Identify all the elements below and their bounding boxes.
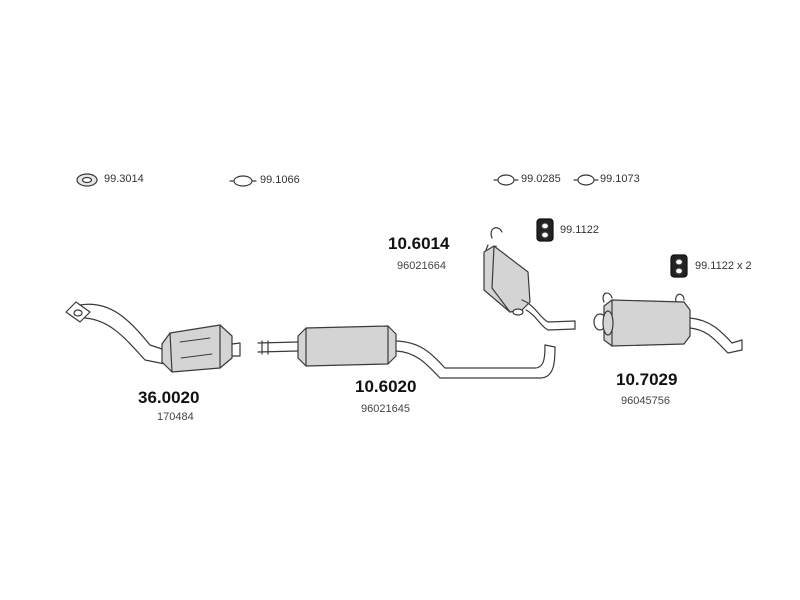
oem-number: 96021664 bbox=[397, 260, 446, 272]
part-number: 36.0020 bbox=[138, 388, 200, 407]
accessory-code: 99.1066 bbox=[260, 174, 300, 186]
accessory-code: 99.1122 bbox=[560, 224, 599, 236]
gasket-ring-icon[interactable] bbox=[76, 173, 98, 187]
oem-number: 170484 bbox=[157, 411, 194, 423]
rubber-hanger-icon[interactable] bbox=[536, 218, 554, 242]
oem-number: 96045756 bbox=[621, 395, 670, 407]
clamp-icon[interactable] bbox=[573, 174, 599, 186]
intermediate-silencer[interactable] bbox=[483, 227, 576, 331]
part-number: 10.6020 bbox=[355, 377, 417, 396]
accessory-code: 99.1122 x 2 bbox=[695, 260, 752, 272]
rubber-hanger-icon[interactable] bbox=[670, 254, 688, 278]
accessory-code: 99.3014 bbox=[104, 173, 144, 185]
rear-silencer[interactable] bbox=[593, 292, 743, 354]
centre-silencer[interactable] bbox=[257, 325, 556, 379]
part-number: 10.6014 bbox=[388, 234, 450, 253]
clamp-icon[interactable] bbox=[493, 174, 519, 186]
oem-number: 96021645 bbox=[361, 403, 410, 415]
accessory-code: 99.1073 bbox=[600, 173, 640, 185]
catalytic-converter[interactable] bbox=[65, 301, 241, 373]
accessory-code: 99.0285 bbox=[521, 173, 561, 185]
part-number: 10.7029 bbox=[616, 370, 678, 389]
clamp-icon[interactable] bbox=[229, 175, 257, 187]
